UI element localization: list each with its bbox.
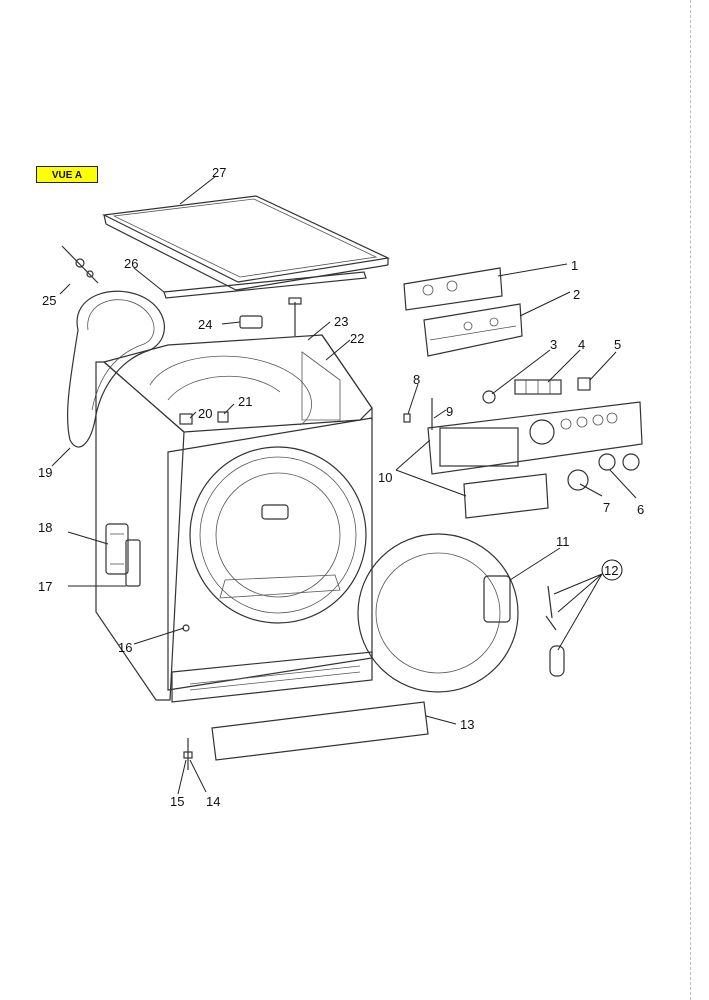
callout-20: 20 — [198, 406, 212, 421]
callout-22: 22 — [350, 331, 364, 346]
callout-5: 5 — [614, 337, 621, 352]
door-opening — [189, 446, 367, 624]
callout-12-circle — [601, 559, 623, 581]
top-lid-part — [101, 195, 391, 291]
small-button-part — [577, 377, 591, 391]
callout-15: 15 — [170, 794, 184, 809]
door-ring-part — [357, 533, 519, 693]
knob-part-6 — [598, 453, 640, 471]
detergent-drawer-part — [463, 473, 549, 519]
callout-10: 10 — [378, 470, 392, 485]
cabinet-body — [95, 334, 373, 703]
callout-24: 24 — [198, 317, 212, 332]
callout-12: 12 — [604, 563, 618, 578]
callout-2: 2 — [573, 287, 580, 302]
bolt-part — [288, 297, 302, 336]
callout-14: 14 — [206, 794, 220, 809]
page-edge-line — [690, 0, 691, 1000]
pin-part-8 — [403, 413, 411, 423]
button-strip-part — [514, 379, 562, 395]
rear-strip-part — [163, 271, 367, 299]
spring-part — [61, 245, 99, 284]
small-bracket-part — [239, 315, 263, 329]
callout-4: 4 — [578, 337, 585, 352]
foot-screw-part — [183, 738, 193, 770]
connector-part-20 — [179, 413, 193, 425]
clip-part-21 — [217, 411, 229, 423]
callout-numbers: 27 26 25 24 23 22 21 20 19 18 17 16 15 1… — [38, 165, 644, 809]
callout-11: 11 — [556, 534, 570, 549]
callout-6: 6 — [637, 502, 644, 517]
callout-16: 16 — [118, 640, 132, 655]
hinge-part — [105, 523, 129, 575]
base-plinth-part — [211, 701, 429, 761]
callout-19: 19 — [38, 465, 52, 480]
knob-core-part — [482, 390, 496, 404]
module-housing-part — [423, 303, 523, 357]
callout-27: 27 — [212, 165, 226, 180]
callout-18: 18 — [38, 520, 52, 535]
callout-1: 1 — [571, 258, 578, 273]
callout-21: 21 — [238, 394, 252, 409]
rear-gasket-part — [66, 290, 165, 448]
callout-7: 7 — [603, 500, 610, 515]
callout-3: 3 — [550, 337, 557, 352]
callout-25: 25 — [42, 293, 56, 308]
view-label-badge: VUE A — [36, 166, 98, 183]
leader-lines — [51, 175, 637, 795]
callout-8: 8 — [413, 372, 420, 387]
knob-part-7 — [567, 469, 589, 491]
callout-23: 23 — [334, 314, 348, 329]
handle-parts — [545, 585, 565, 677]
callout-17: 17 — [38, 579, 52, 594]
control-panel-part — [427, 401, 643, 475]
control-board-part — [403, 267, 503, 311]
door-lock-part — [125, 539, 141, 587]
callout-26: 26 — [124, 256, 138, 271]
callout-9: 9 — [446, 404, 453, 419]
callout-13: 13 — [460, 717, 474, 732]
